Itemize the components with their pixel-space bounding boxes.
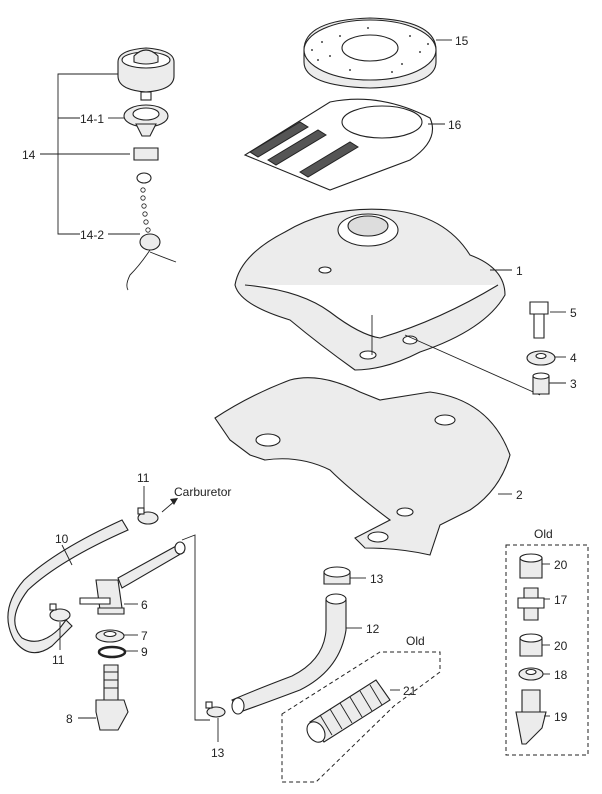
label-13-upper: 13 (370, 572, 384, 586)
label-14: 14 (22, 148, 36, 162)
label-5: 5 (570, 306, 577, 320)
old-label-right: Old (534, 527, 553, 541)
part-16-cover-sheet (243, 98, 434, 191)
label-14-1: 14-1 (80, 112, 104, 126)
old-hose-group: Old 21 (281, 634, 441, 783)
part-17-fuel-cock-old (517, 587, 545, 621)
label-2: 2 (516, 488, 523, 502)
label-14-2: 14-2 (80, 228, 104, 242)
label-20-lower: 20 (554, 639, 568, 653)
part-20-collar-upper (519, 553, 543, 579)
label-4: 4 (570, 351, 577, 365)
part-6-fuel-cock (79, 541, 186, 615)
old-parts-group: Old 20 17 20 18 19 (505, 527, 589, 756)
part-10-fuel-hose (7, 519, 129, 654)
label-21: 21 (403, 684, 417, 698)
label-13-lower: 13 (211, 746, 225, 760)
label-1: 1 (516, 264, 523, 278)
part-3-collar (532, 372, 550, 395)
label-10: 10 (55, 532, 69, 546)
part-14-fuel-cap (117, 47, 175, 101)
part-21-corrugated-hose (306, 679, 391, 743)
carburetor-arrow-icon (170, 498, 178, 505)
label-17: 17 (554, 593, 568, 607)
label-6: 6 (141, 598, 148, 612)
label-12: 12 (366, 622, 380, 636)
part-8-fuel-strainer (95, 664, 129, 731)
part-7-washer (95, 629, 125, 643)
part-19-strainer-old (515, 689, 547, 745)
label-3: 3 (570, 377, 577, 391)
part-1-fuel-tank (234, 208, 506, 371)
part-9-o-ring (97, 645, 127, 659)
label-18: 18 (554, 668, 568, 682)
part-15-foam-ring (303, 17, 437, 89)
label-9: 9 (141, 645, 148, 659)
label-8: 8 (66, 712, 73, 726)
part-13-hose-clamp-upper (323, 566, 351, 585)
label-20-upper: 20 (554, 558, 568, 572)
part-2-tank-support (214, 377, 511, 556)
part-14-2-chain (126, 172, 177, 291)
label-19: 19 (554, 710, 568, 724)
part-11-hose-clamp-upper (137, 507, 159, 525)
part-14-clip (133, 147, 159, 161)
part-13-hose-clamp-lower (205, 701, 226, 718)
part-5-bolt (529, 301, 549, 339)
label-16: 16 (448, 118, 462, 132)
part-18-washer (518, 667, 544, 681)
part-12-fuel-hose (231, 593, 347, 715)
part-11-hose-clamp-lower (49, 603, 71, 622)
carburetor-note: Carburetor (174, 485, 231, 499)
part-20-collar-lower (519, 633, 543, 657)
label-15: 15 (455, 34, 469, 48)
part-14-1-cap-gasket (123, 104, 169, 137)
label-11-upper: 11 (137, 471, 150, 485)
part-4-washer (526, 350, 556, 366)
label-11-lower: 11 (52, 653, 65, 667)
old-label-bottom: Old (406, 634, 425, 648)
label-7: 7 (141, 629, 148, 643)
